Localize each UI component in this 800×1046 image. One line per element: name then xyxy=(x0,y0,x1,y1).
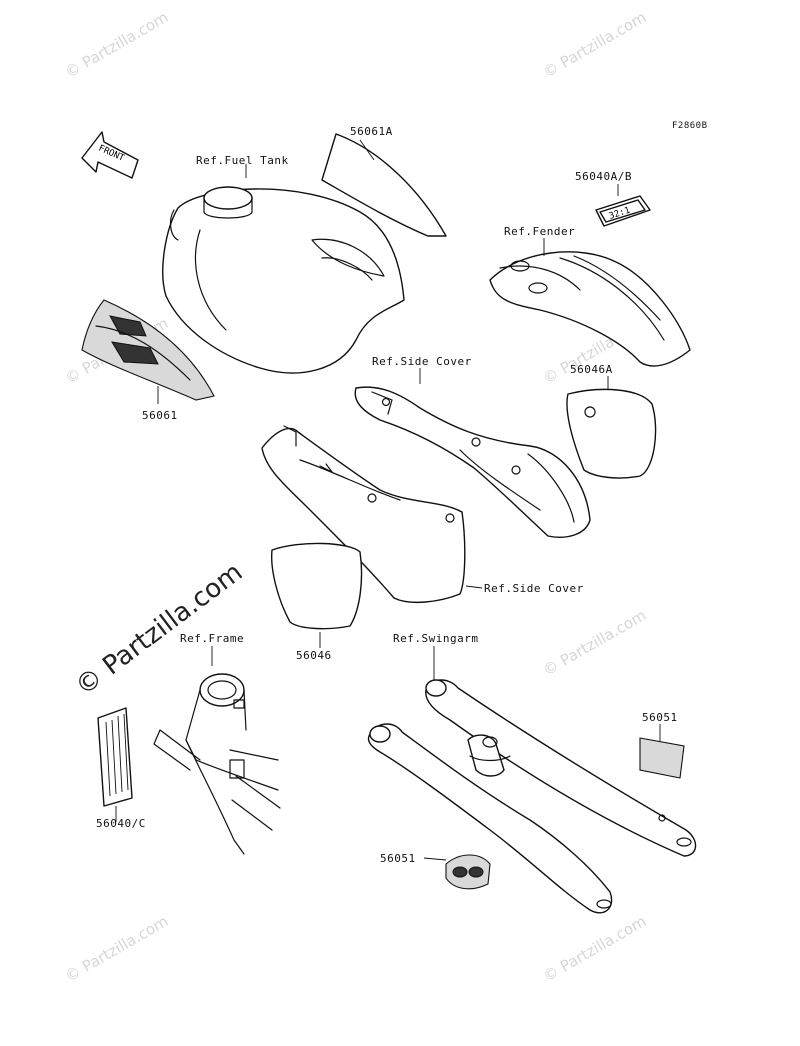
frame xyxy=(153,646,281,855)
fender xyxy=(489,238,691,367)
sticker-56040c xyxy=(97,707,133,822)
label-56061: 56061 xyxy=(142,409,178,422)
sticker-56046a xyxy=(566,388,657,479)
label-ref-side-cover-top: Ref.Side Cover xyxy=(372,355,472,368)
swingarm xyxy=(367,646,697,914)
label-ref-fender: Ref.Fender xyxy=(504,225,576,238)
label-56046a: 56046A xyxy=(570,363,613,376)
label-ref-side-cover-bottom: Ref.Side Cover xyxy=(484,582,584,595)
label-ref-swingarm: Ref.Swingarm xyxy=(393,632,479,645)
label-56061a: 56061A xyxy=(350,125,393,138)
label-56040c: 56040/C xyxy=(96,817,146,830)
fuel-tank xyxy=(162,164,405,374)
label-ref-fuel-tank: Ref.Fuel Tank xyxy=(196,154,289,167)
label-ref-frame: Ref.Frame xyxy=(180,632,245,645)
sticker-56051-right xyxy=(639,737,685,779)
sticker-56061a xyxy=(321,133,447,237)
front-arrow-icon: FRONT xyxy=(81,131,139,179)
side-cover-right xyxy=(354,368,591,538)
label-56051-right: 56051 xyxy=(642,711,678,724)
label-56040ab: 56040A/B xyxy=(575,170,632,183)
sticker-56061 xyxy=(81,299,215,404)
figure-code: F2860B xyxy=(672,121,708,131)
side-cover-left xyxy=(261,425,483,603)
label-56046: 56046 xyxy=(296,649,332,662)
label-56051-bottom: 56051 xyxy=(380,852,416,865)
plate-56040ab: 32:1 xyxy=(595,184,651,227)
sticker-56051-bottom xyxy=(423,854,491,890)
sticker-56046 xyxy=(270,542,363,630)
